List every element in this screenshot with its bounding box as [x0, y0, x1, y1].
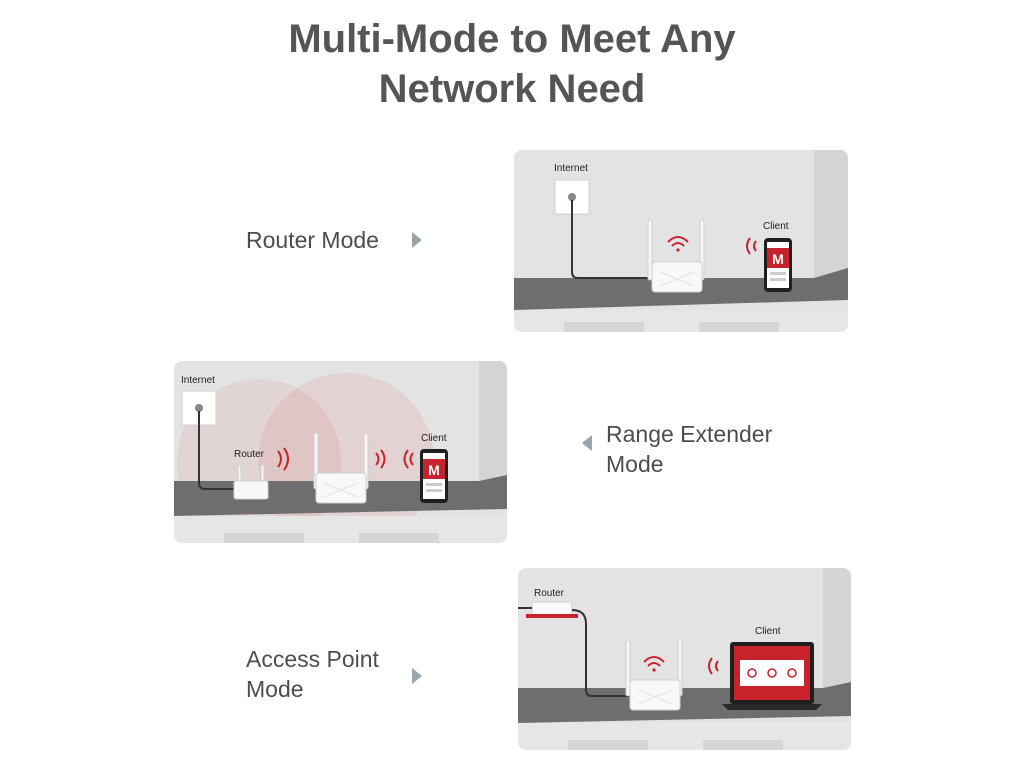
chevron-left-icon	[582, 435, 592, 451]
extender-mode-label: Range Extender Mode	[606, 419, 772, 479]
extender-mode-scene: Internet Router Client	[174, 361, 507, 543]
router-label: Router	[234, 449, 265, 460]
chevron-right-icon	[412, 232, 422, 248]
ap-mode-text-2: Mode	[246, 676, 304, 702]
router-device	[233, 464, 269, 500]
page-title: Multi-Mode to Meet Any Network Need	[0, 14, 1024, 114]
signal-waves-icon	[277, 447, 289, 471]
phone-logo: M	[772, 251, 784, 267]
router-device	[647, 219, 705, 293]
client-label: Client	[763, 221, 789, 232]
client-label: Client	[755, 626, 781, 637]
ap-mode-text-1: Access Point	[246, 646, 379, 672]
internet-label: Internet	[181, 375, 215, 386]
phone-logo: M	[428, 462, 440, 478]
title-line-2: Network Need	[378, 67, 646, 111]
laptop-device	[722, 642, 822, 710]
router-mode-text: Router Mode	[246, 227, 379, 253]
chevron-right-icon	[412, 668, 422, 684]
signal-waves-icon	[708, 657, 719, 675]
extender-mode-text-1: Range Extender	[606, 421, 773, 447]
phone-device: M	[764, 238, 792, 292]
access-point-device	[625, 639, 683, 711]
wifi-icon	[667, 236, 689, 252]
ap-mode-scene: Router Client	[518, 568, 851, 750]
router-device	[526, 601, 578, 618]
signal-waves-icon	[746, 237, 757, 255]
signal-waves-icon	[375, 449, 414, 469]
router-mode-scene: Internet Client M	[514, 150, 848, 332]
wifi-icon	[643, 656, 665, 672]
router-label: Router	[534, 588, 565, 599]
internet-label: Internet	[554, 163, 588, 174]
client-label: Client	[421, 433, 447, 444]
ap-mode-label: Access Point Mode	[246, 644, 379, 704]
extender-mode-text-2: Mode	[606, 451, 664, 477]
router-mode-label: Router Mode	[246, 225, 379, 255]
title-line-1: Multi-Mode to Meet Any	[288, 17, 736, 61]
extender-device	[313, 432, 369, 504]
phone-device: M	[420, 449, 448, 503]
